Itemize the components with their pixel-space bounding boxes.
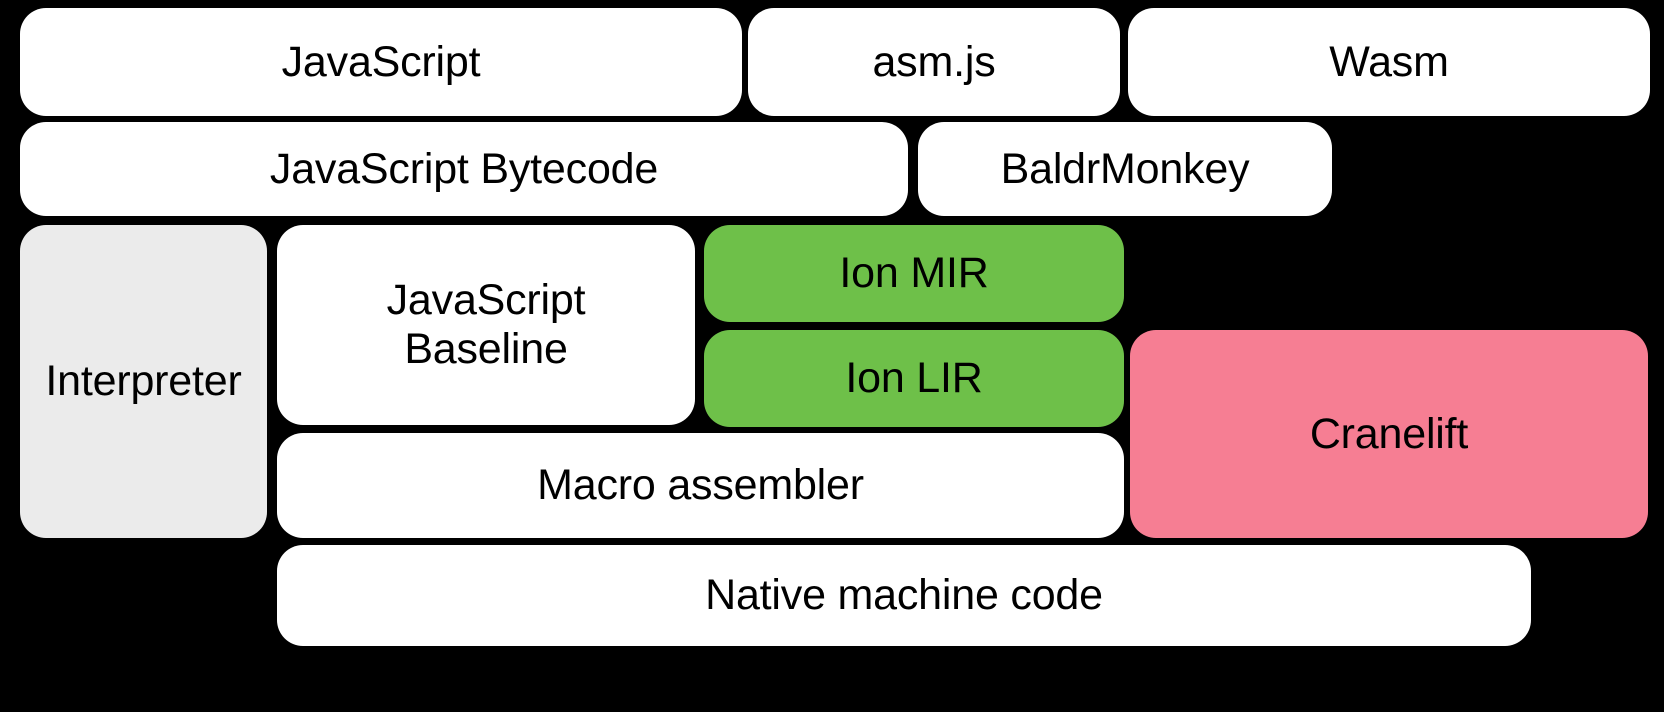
node-javascript-baseline[interactable]: JavaScript Baseline	[277, 225, 695, 425]
node-macro-assembler[interactable]: Macro assembler	[277, 433, 1124, 538]
node-baldrmonkey[interactable]: BaldrMonkey	[918, 122, 1332, 216]
node-javascript-bytecode[interactable]: JavaScript Bytecode	[20, 122, 908, 216]
node-native-machine-code[interactable]: Native machine code	[277, 545, 1531, 646]
node-ion-mir[interactable]: Ion MIR	[704, 225, 1124, 322]
node-cranelift[interactable]: Cranelift	[1130, 330, 1648, 538]
node-ion-lir[interactable]: Ion LIR	[704, 330, 1124, 427]
node-interpreter[interactable]: Interpreter	[20, 225, 267, 538]
node-wasm[interactable]: Wasm	[1128, 8, 1650, 116]
node-asmjs[interactable]: asm.js	[748, 8, 1120, 116]
node-javascript[interactable]: JavaScript	[20, 8, 742, 116]
